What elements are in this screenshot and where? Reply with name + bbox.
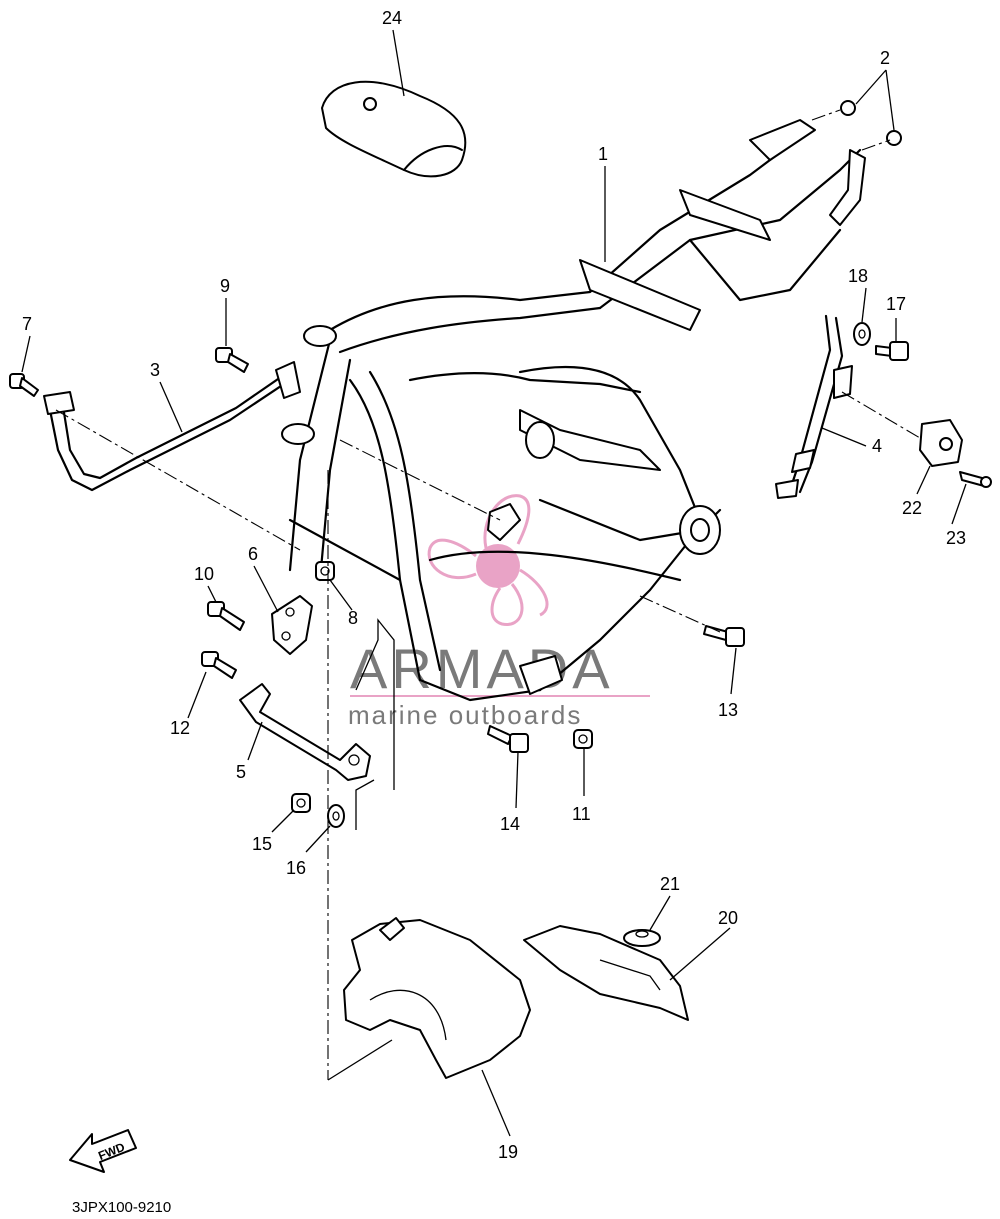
part-18-washer xyxy=(853,322,871,346)
callout-22: 22 xyxy=(902,498,922,518)
part-code: 3JPX100-9210 xyxy=(72,1199,171,1216)
armada-watermark: ARMADA marine outboards xyxy=(348,494,650,730)
callout-7: 7 xyxy=(22,314,32,334)
part-24-cushion xyxy=(321,80,467,178)
callout-12: 12 xyxy=(170,718,190,738)
leader-lines xyxy=(21,29,967,1137)
callout-19: 19 xyxy=(498,1142,518,1162)
callout-18: 18 xyxy=(848,266,868,286)
callout-16: 16 xyxy=(286,858,306,878)
alignment-lines xyxy=(55,109,921,1081)
callout-14: 14 xyxy=(500,814,520,834)
watermark-tagline: marine outboards xyxy=(348,700,582,730)
watermark-brand: ARMADA xyxy=(350,637,614,700)
callout-2: 2 xyxy=(880,48,890,68)
part-20-side-plate xyxy=(523,925,689,1021)
callout-8: 8 xyxy=(348,608,358,628)
part-12-bolt xyxy=(201,651,237,679)
callout-23: 23 xyxy=(946,528,966,548)
part-14-bolt xyxy=(487,725,529,753)
part-1-main-frame xyxy=(281,119,866,702)
part-13-bolt xyxy=(703,625,745,647)
callout-13: 13 xyxy=(718,700,738,720)
callout-9: 9 xyxy=(220,276,230,296)
part-10-bolt xyxy=(207,601,245,631)
callout-6: 6 xyxy=(248,544,258,564)
part-3-down-tube xyxy=(43,361,301,492)
part-7-bolt xyxy=(9,373,39,397)
part-11-nut xyxy=(573,729,593,749)
part-2-plugs xyxy=(840,100,902,146)
part-22-bracket xyxy=(919,419,963,467)
callout-labels: 24 2 1 18 17 9 7 3 4 22 23 6 10 8 12 13 … xyxy=(22,8,966,1162)
callout-11: 11 xyxy=(572,804,591,824)
part-4-rear-stay xyxy=(775,314,853,499)
part-8-nut xyxy=(315,561,335,581)
callout-4: 4 xyxy=(872,436,882,456)
callout-15: 15 xyxy=(252,834,272,854)
part-15-nut xyxy=(291,793,311,813)
callout-10: 10 xyxy=(194,564,214,584)
part-16-washer xyxy=(327,804,345,828)
callout-21: 21 xyxy=(660,874,680,894)
part-9-bolt xyxy=(215,347,249,373)
callout-5: 5 xyxy=(236,762,246,782)
part-6-plate xyxy=(271,595,313,655)
part-19-lower-cover xyxy=(343,917,531,1079)
fwd-arrow-icon: FWD xyxy=(69,1129,137,1173)
part-21-damper xyxy=(623,929,661,947)
part-17-bolt xyxy=(875,341,909,361)
callout-24: 24 xyxy=(382,8,402,28)
callout-1: 1 xyxy=(598,144,608,164)
propeller-logo-icon xyxy=(427,494,549,626)
part-23-bolt xyxy=(959,471,992,488)
callout-3: 3 xyxy=(150,360,160,380)
callout-17: 17 xyxy=(886,294,906,314)
callout-20: 20 xyxy=(718,908,738,928)
part-5-bracket-arm xyxy=(239,683,371,781)
